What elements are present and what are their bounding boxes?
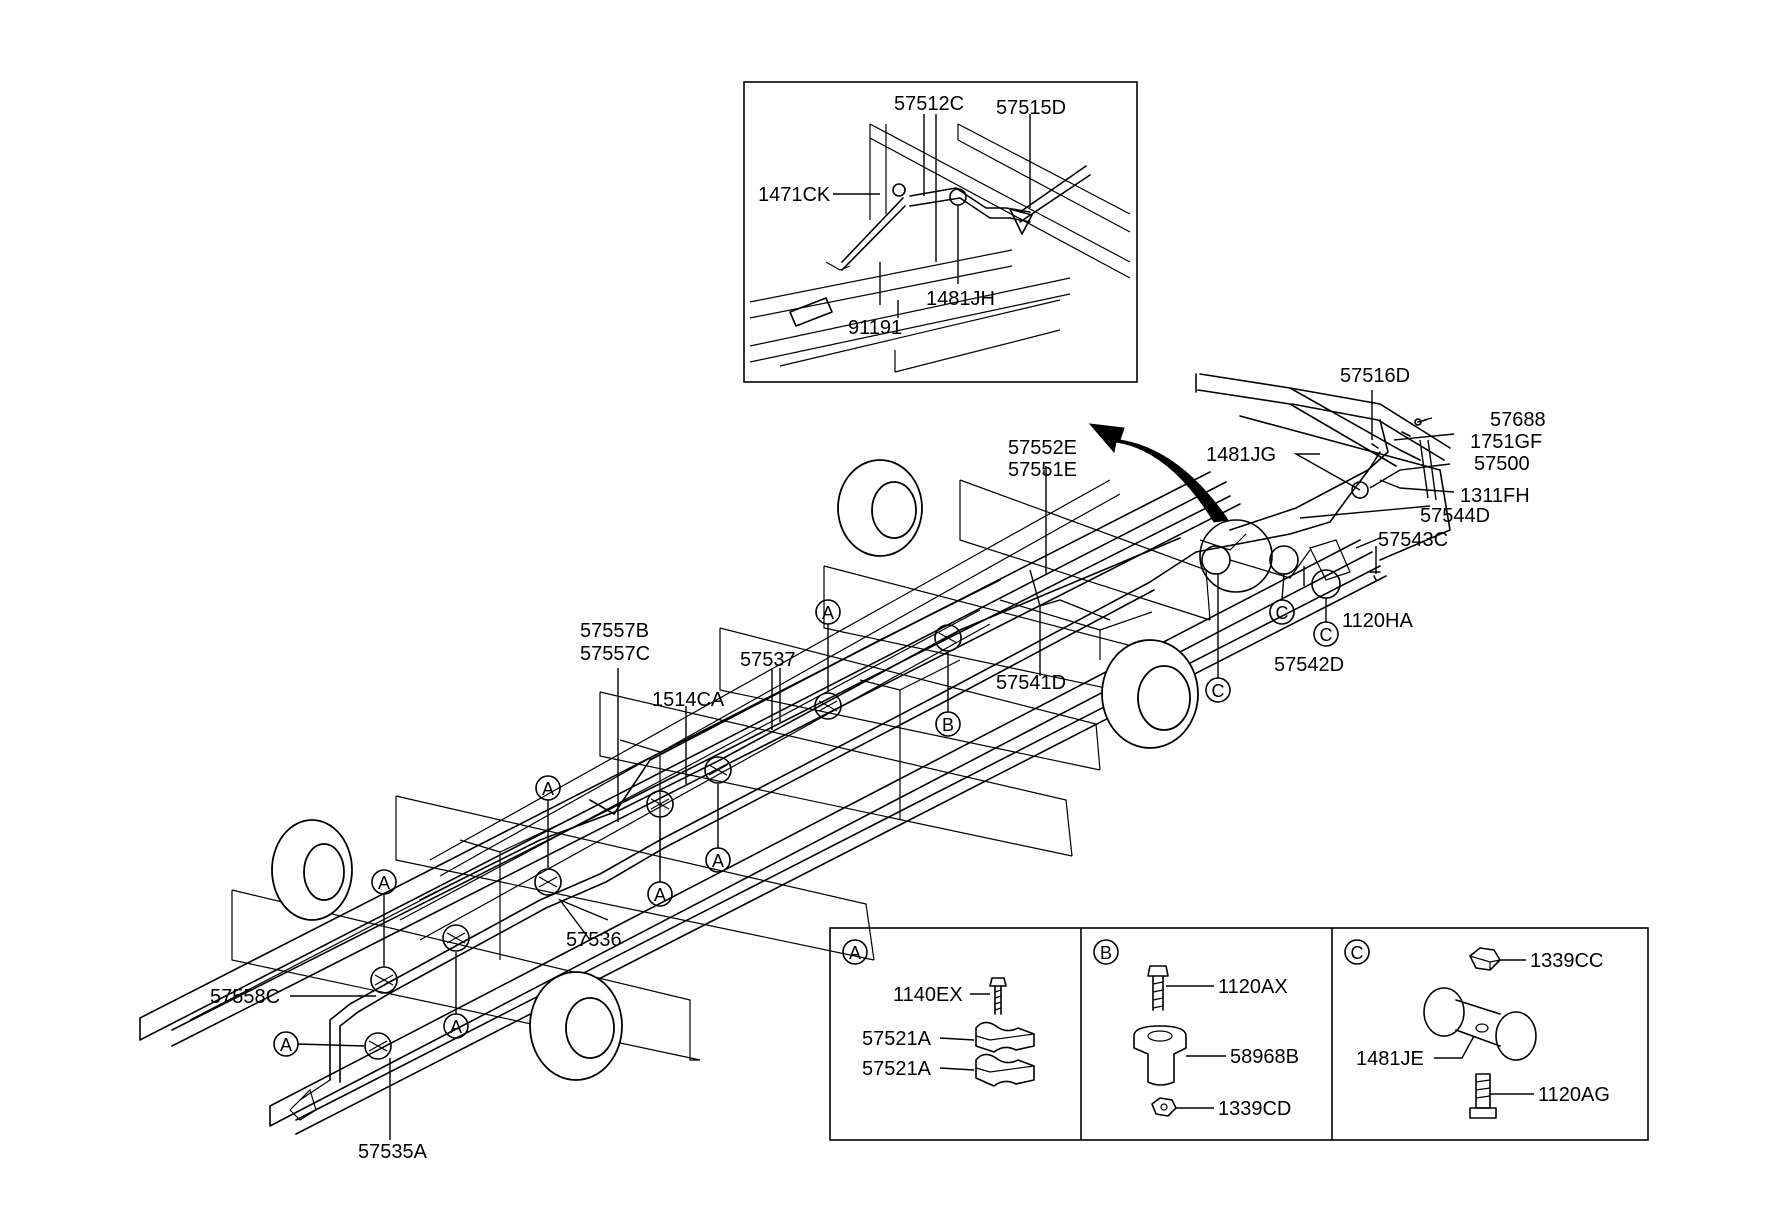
- label-57541D: 57541D: [996, 672, 1066, 694]
- legend-marker-c: C: [1351, 943, 1364, 963]
- label-57536: 57536: [566, 929, 622, 951]
- legend-label-58968B: 58968B: [1230, 1046, 1299, 1068]
- svg-text:C: C: [1276, 603, 1289, 623]
- marker-c-1: C: [1205, 574, 1231, 703]
- svg-text:A: A: [822, 603, 834, 623]
- main-leaders: [290, 390, 1455, 1140]
- inset-leaders: [833, 114, 1031, 318]
- label-1751GF: 1751GF: [1470, 431, 1542, 453]
- label-57516D: 57516D: [1340, 365, 1410, 387]
- legend-label-1339CD: 1339CD: [1218, 1098, 1291, 1120]
- marker-b-1: B: [935, 652, 961, 737]
- legend-section-a: A 1140EX 57521A 57521A: [842, 939, 1035, 1087]
- legend-label-57521A-1: 57521A: [862, 1028, 932, 1050]
- inset-frame: [743, 81, 1138, 383]
- label-91191: 91191: [848, 317, 902, 339]
- label-57544D: 57544D: [1420, 505, 1490, 527]
- bolt-1120AG-icon: [1469, 1073, 1497, 1119]
- marker-a-6: A: [705, 784, 731, 873]
- nut-1339CC-icon: [1469, 947, 1501, 971]
- legend-section-c: C 1339CC 1481JE 1120AG: [1344, 939, 1610, 1119]
- label-57552E: 57552E: [1008, 437, 1077, 459]
- wheel-rear-right: [1101, 639, 1199, 749]
- marker-a-2: A: [273, 1031, 365, 1057]
- wheel-rear-left: [837, 459, 923, 557]
- svg-text:C: C: [1212, 681, 1225, 701]
- clip-legend: A 1140EX 57521A 57521A B: [829, 927, 1649, 1141]
- inset-frame-rails: [749, 123, 1131, 373]
- svg-text:A: A: [654, 885, 666, 905]
- legend-marker-a: A: [849, 943, 861, 963]
- brake-lines: [289, 419, 1389, 1121]
- wheel-front-left: [271, 819, 353, 921]
- svg-text:B: B: [942, 715, 954, 735]
- label-57542D: 57542D: [1274, 654, 1344, 676]
- legend-label-1481JE: 1481JE: [1356, 1048, 1424, 1070]
- wheels: [271, 459, 1199, 1081]
- legend-label-1339CC: 1339CC: [1530, 950, 1603, 972]
- label-57515D: 57515D: [996, 97, 1066, 119]
- marker-a-1: A: [371, 869, 397, 966]
- bolt-1140EX-icon: [989, 977, 1007, 1015]
- label-57688: 57688: [1490, 409, 1546, 431]
- marker-a-7: A: [815, 599, 841, 692]
- label-57500: 57500: [1474, 453, 1530, 475]
- clamp-57521A-upper-icon: [975, 1021, 1035, 1053]
- detail-arrow: [1088, 423, 1229, 523]
- cross-members: [231, 479, 1211, 1061]
- label-1481JH: 1481JH: [926, 288, 995, 310]
- label-1311FH: 1311FH: [1460, 485, 1530, 507]
- main-labels: 57516D 57688 1751GF 57500 1481JG 1311FH …: [210, 365, 1546, 1163]
- svg-text:A: A: [280, 1035, 292, 1055]
- legend-label-57521A-2: 57521A: [862, 1058, 932, 1080]
- clip-markers: A A A A A A A: [273, 573, 1339, 1057]
- label-57512C: 57512C: [894, 93, 964, 115]
- svg-text:A: A: [542, 779, 554, 799]
- legend-section-b: B 1120AX 58968B 1339CD: [1093, 939, 1299, 1120]
- marker-a-5: A: [647, 818, 673, 907]
- label-57543C: 57543C: [1378, 529, 1448, 551]
- inset-labels: 57512C 57515D 1471CK 1481JH 91191: [758, 93, 1066, 339]
- label-1471CK: 1471CK: [758, 184, 831, 206]
- rear-fasteners: [1369, 418, 1427, 581]
- chassis-frame: [139, 373, 1451, 1135]
- label-57535A: 57535A: [358, 1141, 428, 1163]
- nut-1339CD-icon: [1151, 1097, 1177, 1117]
- clip-1481JE-icon: [1423, 987, 1537, 1061]
- marker-a-3: A: [443, 952, 469, 1039]
- clamp-57521A-lower-icon: [975, 1053, 1035, 1087]
- svg-text:A: A: [378, 873, 390, 893]
- legend-label-1120AG: 1120AG: [1538, 1084, 1610, 1106]
- label-1120HA: 1120HA: [1342, 610, 1413, 632]
- bolt-1120AX-icon: [1147, 965, 1169, 1011]
- legend-marker-b: B: [1100, 943, 1112, 963]
- inset-detail: 57512C 57515D 1471CK 1481JH 91191: [743, 81, 1138, 383]
- legend-frame: [829, 927, 1649, 1141]
- label-57551E: 57551E: [1008, 459, 1077, 481]
- label-1514CA: 1514CA: [652, 689, 725, 711]
- marker-a-4: A: [535, 775, 561, 868]
- svg-text:A: A: [712, 851, 724, 871]
- marker-c-3: C: [1313, 598, 1339, 647]
- svg-text:C: C: [1320, 625, 1333, 645]
- legend-label-1120AX: 1120AX: [1218, 976, 1288, 998]
- label-57557C: 57557C: [580, 643, 650, 665]
- label-57537: 57537: [740, 649, 796, 671]
- label-1481JG: 1481JG: [1206, 444, 1276, 466]
- clip-locations: [364, 481, 1369, 1060]
- label-57557B: 57557B: [580, 620, 649, 642]
- spacer-58968B-icon: [1133, 1025, 1187, 1086]
- wheel-front-right: [529, 971, 623, 1081]
- label-57558C: 57558C: [210, 986, 280, 1008]
- legend-label-1140EX: 1140EX: [893, 984, 963, 1006]
- svg-text:A: A: [450, 1017, 462, 1037]
- marker-c-2: C: [1269, 573, 1295, 625]
